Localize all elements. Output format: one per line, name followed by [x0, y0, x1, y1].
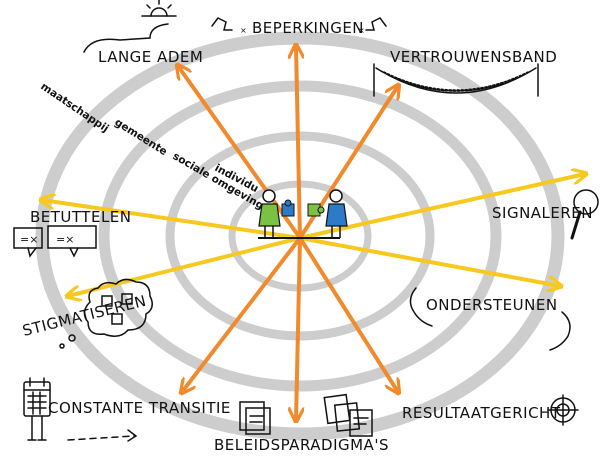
sun-icon: [141, 0, 177, 17]
calendar-icon: [23, 377, 51, 441]
lange-adem-path-line: [83, 23, 169, 53]
ring-2: [165, 131, 435, 341]
labels: LANGE ADEM BEPERKINGEN VERTROUWENSBAND B…: [21, 19, 593, 454]
arrow-to-resultaatgericht: [298, 236, 398, 392]
dashed-arrow-icon: [67, 435, 135, 441]
net-icon: [373, 63, 539, 97]
arrow-to-signaleren: [298, 174, 585, 240]
betuttelen-cards-icon: =× =×: [13, 225, 97, 258]
magnifier-icon: [570, 189, 599, 240]
left-person-body: [258, 203, 281, 227]
orange-arrows: [178, 46, 398, 420]
arrow-to-constante-transitie: [182, 236, 302, 392]
icons: × × =× =×: [13, 0, 599, 442]
svg-text:×: ×: [358, 26, 365, 35]
right-person-body: [325, 203, 348, 227]
arrow-to-ondersteunen: [298, 236, 560, 286]
label-betuttelen: BETUTTELEN: [30, 208, 132, 226]
right-person-head: [329, 189, 343, 203]
center-figures: [258, 189, 348, 239]
hands-icon: [409, 287, 571, 351]
arrow-to-stigmatiseren: [68, 236, 302, 296]
ring-3: [98, 80, 502, 392]
svg-text:=×: =×: [20, 233, 38, 246]
shackles-icon: × ×: [211, 17, 387, 35]
label-beperkingen: BEPERKINGEN: [252, 19, 364, 37]
label-vertrouwensband: VERTROUWENSBAND: [390, 48, 557, 66]
yellow-arrows: [42, 174, 585, 296]
arrow-to-beperkingen: [296, 46, 300, 240]
label-beleidsparadigmas: BELEIDSPARADIGMA'S: [214, 436, 389, 454]
svg-text:×: ×: [240, 26, 247, 35]
label-constante-transitie: CONSTANTE TRANSITIE: [48, 399, 231, 417]
arrow-to-betuttelen: [42, 200, 302, 240]
svg-text:=×: =×: [56, 233, 74, 246]
left-person-head: [262, 189, 276, 203]
label-ondersteunen: ONDERSTEUNEN: [426, 296, 558, 314]
label-signaleren: SIGNALEREN: [492, 204, 593, 222]
arrow-to-lange-adem: [178, 66, 302, 240]
label-lange-adem: LANGE ADEM: [98, 48, 203, 66]
label-resultaatgericht: RESULTAATGERICHT: [402, 404, 561, 422]
arrow-to-beleidsparadigmas: [296, 236, 300, 420]
target-icon: [547, 394, 579, 426]
thought-cloud-icon: [59, 278, 153, 349]
documents-icon: [239, 393, 373, 437]
